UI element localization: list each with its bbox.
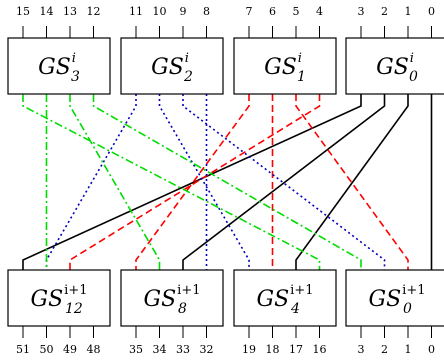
bottom-bit-label: 1 <box>405 343 412 356</box>
bottom-box-label: GSi+1 12 <box>31 283 88 317</box>
bottom-bit-label: 34 <box>153 343 167 356</box>
black-wire <box>182 94 386 270</box>
bottom-bit-label: 3 <box>358 343 365 356</box>
label-subscript: 12 <box>65 301 83 317</box>
label-subscript: 2 <box>183 69 193 85</box>
top-box-frame <box>345 37 444 95</box>
top-bit-label: 7 <box>246 5 253 18</box>
label-base: GS <box>38 55 71 80</box>
bottom-bit-label: 49 <box>63 343 77 356</box>
bottom-box-0: 51 50 49 48 GSi+1 12 <box>7 269 111 356</box>
red-wire <box>295 94 409 270</box>
top-bit-label: 8 <box>203 5 210 18</box>
top-bit-label: 10 <box>153 5 167 18</box>
top-bit-label: 15 <box>16 5 30 18</box>
bottom-bit-label: 48 <box>87 343 101 356</box>
label-superscript: i+1 <box>64 283 87 298</box>
top-box-label: GSi 3 <box>38 51 80 85</box>
wire-layer <box>22 94 433 270</box>
label-superscript: i <box>410 51 414 66</box>
bottom-box-label: GSi+1 8 <box>144 283 201 317</box>
bottom-bit-label: 17 <box>289 343 303 356</box>
blue-wire <box>158 94 250 270</box>
label-superscript: i <box>298 51 302 66</box>
green-wire <box>69 94 161 270</box>
top-bit-label: 9 <box>180 5 187 18</box>
label-superscript: i+1 <box>290 283 313 298</box>
top-bit-label: 14 <box>40 5 54 18</box>
top-box-frame <box>233 37 337 95</box>
top-box-label: GSi 0 <box>376 51 418 85</box>
bottom-box-frame <box>7 269 111 327</box>
top-bit-label: 4 <box>316 5 323 18</box>
label-base: GS <box>264 55 297 80</box>
label-base: GS <box>151 55 184 80</box>
label-base: GS <box>257 287 290 312</box>
red-wire <box>135 94 250 270</box>
label-subscript: 1 <box>297 69 306 85</box>
green-wire <box>22 94 321 270</box>
bottom-box-frame <box>345 269 444 327</box>
label-base: GS <box>369 287 402 312</box>
bottom-bit-label: 19 <box>242 343 256 356</box>
label-subscript: 3 <box>71 69 80 85</box>
label-base: GS <box>376 55 409 80</box>
bottom-box-frame <box>120 269 224 327</box>
label-superscript: i <box>185 51 189 66</box>
top-bit-label: 0 <box>428 5 435 18</box>
bottom-bit-label: 0 <box>428 343 435 356</box>
green-wire <box>92 94 362 270</box>
top-bit-label: 13 <box>63 5 77 18</box>
bottom-bit-label: 33 <box>176 343 190 356</box>
top-bit-label: 5 <box>293 5 300 18</box>
top-bit-label: 2 <box>381 5 388 18</box>
top-box-frame <box>7 37 111 95</box>
label-subscript: 0 <box>409 69 418 85</box>
bottom-bit-label: 50 <box>40 343 54 356</box>
black-wire <box>295 94 409 270</box>
label-superscript: i+1 <box>177 283 200 298</box>
bottom-box-label: GSi+1 4 <box>257 283 314 317</box>
blue-wire <box>182 94 386 270</box>
label-base: GS <box>144 287 177 312</box>
bottom-bit-label: 51 <box>16 343 30 356</box>
label-subscript: 8 <box>178 301 187 317</box>
top-bit-label: 6 <box>269 5 276 18</box>
label-superscript: i <box>72 51 76 66</box>
bottom-box-frame <box>233 269 337 327</box>
top-box-frame <box>120 37 224 95</box>
top-box-label: GSi 2 <box>151 51 193 85</box>
top-bit-label: 11 <box>129 5 143 18</box>
top-bit-label: 3 <box>358 5 365 18</box>
bottom-bit-label: 32 <box>200 343 214 356</box>
label-base: GS <box>31 287 64 312</box>
red-wire <box>69 94 321 270</box>
bottom-bit-label: 18 <box>266 343 280 356</box>
top-bit-label: 12 <box>87 5 101 18</box>
label-subscript: 0 <box>403 301 412 317</box>
label-subscript: 4 <box>290 301 300 317</box>
label-superscript: i+1 <box>402 283 425 298</box>
top-bit-label: 1 <box>405 5 412 18</box>
top-box-label: GSi 1 <box>264 51 306 85</box>
bottom-box-label: GSi+1 0 <box>369 283 426 317</box>
bottom-bit-label: 16 <box>313 343 327 356</box>
black-wire <box>22 94 362 270</box>
bottom-bit-label: 2 <box>381 343 388 356</box>
bottom-box-2: 19 18 17 16 GSi+1 4 <box>233 269 337 356</box>
bottom-box-1: 35 34 33 32 GSi+1 8 <box>120 269 224 356</box>
bottom-bit-label: 35 <box>129 343 143 356</box>
